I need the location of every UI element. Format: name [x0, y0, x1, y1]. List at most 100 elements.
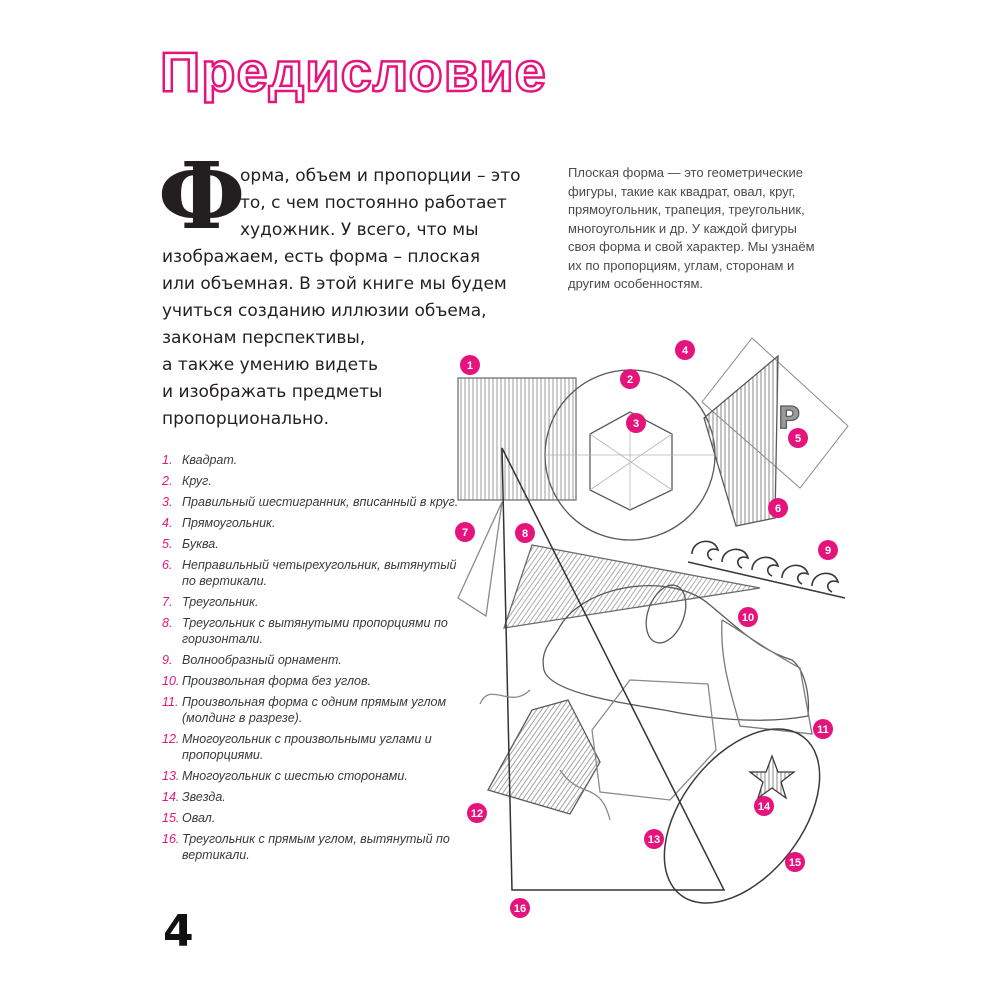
badge-7: 7	[455, 522, 475, 542]
intro-line: орма, объем и пропорции – это	[240, 166, 521, 186]
legend-text: Буква.	[182, 537, 219, 551]
svg-text:13: 13	[648, 834, 660, 846]
six-sided-polygon-shape	[591, 679, 717, 801]
hexagon-guides	[545, 412, 715, 510]
legend-item: 11.Произвольная форма с одним прямым угл…	[162, 694, 462, 726]
legend-number: 8.	[162, 616, 173, 630]
shapes-legend: 1. Квадрат. 2. Круг. 3. Правильный шестигра…	[162, 452, 462, 868]
badge-16: 16	[510, 898, 530, 918]
oval-shape	[663, 728, 821, 904]
legend-item: 8. Треугольник с вытянутыми пропорциями п…	[162, 615, 462, 647]
wave-ornament	[687, 540, 846, 599]
legend-text: Правильный шестигранник, вписанный в кру…	[182, 495, 459, 509]
intro-line: пропорционально.	[162, 409, 329, 429]
intro-line: и изображать предметы	[162, 382, 383, 402]
legend-item: 7. Треугольник.	[162, 594, 462, 610]
legend-number: 12.	[162, 732, 180, 746]
intro-line: изображаем, есть форма – плоская	[162, 247, 481, 267]
legend-number: 2.	[162, 474, 173, 488]
drop-cap: Ф	[158, 142, 246, 250]
badge-3: 3	[626, 413, 646, 433]
legend-text: Круг.	[182, 474, 212, 488]
badge-2: 2	[620, 369, 640, 389]
legend-number: 14.	[162, 790, 180, 804]
svg-text:16: 16	[514, 903, 526, 915]
legend-number: 15.	[162, 811, 180, 825]
svg-text:1: 1	[467, 360, 473, 372]
triangle-shape	[457, 501, 503, 618]
badge-14: 14	[754, 796, 774, 816]
svg-text:14: 14	[758, 801, 771, 813]
free-form-hole	[645, 584, 687, 644]
badge-4: 4	[675, 340, 695, 360]
legend-item: 16.Треугольник с прямым углом, вытянутый…	[162, 831, 462, 863]
legend-number: 5.	[162, 537, 173, 551]
page-title: Предисловие	[159, 40, 547, 103]
badge-5: 5	[788, 428, 808, 448]
legend-item: 9. Волнообразный орнамент.	[162, 652, 462, 668]
legend-number: 9.	[162, 653, 173, 667]
legend-item: 10.Произвольная форма без углов.	[162, 673, 462, 689]
right-triangle-shape	[501, 447, 726, 891]
legend-number: 13.	[162, 769, 180, 783]
svg-text:3: 3	[633, 418, 639, 430]
legend-number: 3.	[162, 495, 173, 509]
legend-text: Треугольник.	[182, 595, 259, 609]
legend-text: Квадрат.	[182, 453, 238, 467]
intro-line: художник. У всего, что мы	[240, 220, 479, 240]
legend-item: 4. Прямоугольник.	[162, 515, 462, 531]
legend-item: 6.Неправильный четырехугольник, вытянуты…	[162, 557, 462, 589]
legend-item: 1. Квадрат.	[162, 452, 462, 468]
badge-10: 10	[738, 607, 758, 627]
legend-item: 15.Овал.	[162, 810, 462, 826]
legend-item: 13.Многоугольник с шестью сторонами.	[162, 768, 462, 784]
legend-text: Треугольник с прямым углом, вытянутый по…	[182, 832, 450, 862]
legend-text: Овал.	[182, 811, 216, 825]
legend-item: 5. Буква.	[162, 536, 462, 552]
badge-9: 9	[818, 540, 838, 560]
squiggle-line	[479, 689, 611, 821]
legend-number: 1.	[162, 453, 173, 467]
badge-15: 15	[785, 852, 805, 872]
svg-text:5: 5	[795, 433, 801, 445]
legend-text: Произвольная форма с одним прямым углом …	[182, 695, 447, 725]
sidenote-text: Плоская форма — это геометрические фигур…	[568, 165, 815, 291]
quadrilateral-shape	[703, 354, 779, 527]
arbitrary-polygon-shape	[487, 699, 601, 815]
badge-8: 8	[515, 523, 535, 543]
legend-text: Звезда.	[182, 790, 226, 804]
svg-text:11: 11	[817, 724, 829, 736]
legend-text: Треугольник с вытянутыми пропорциями по …	[182, 616, 448, 646]
legend-text: Многоугольник с шестью сторонами.	[182, 769, 408, 783]
svg-text:7: 7	[462, 527, 468, 539]
badge-12: 12	[467, 803, 487, 823]
svg-text:10: 10	[742, 612, 754, 624]
legend-number: 4.	[162, 516, 173, 530]
legend-number: 11.	[162, 695, 179, 709]
intro-line: законам перспективы,	[162, 328, 366, 348]
legend-text: Многоугольник с произвольными углами и п…	[182, 732, 432, 762]
svg-text:2: 2	[627, 374, 633, 386]
star-shape	[748, 754, 796, 800]
shapes-drawing: P 1 2 3 4 5 6 7	[455, 337, 849, 918]
badge-13: 13	[644, 829, 664, 849]
legend-item: 3. Правильный шестигранник, вписанный в к…	[162, 494, 462, 510]
intro-line: а также умению видеть	[162, 355, 379, 375]
svg-text:8: 8	[522, 528, 528, 540]
legend-text: Произвольная форма без углов.	[182, 674, 371, 688]
svg-text:15: 15	[789, 857, 801, 869]
legend-number: 7.	[162, 595, 173, 609]
legend-number: 16.	[162, 832, 180, 846]
legend-text: Волнообразный орнамент.	[182, 653, 342, 667]
legend-text: Прямоугольник.	[182, 516, 276, 530]
badge-11: 11	[813, 719, 833, 739]
svg-text:12: 12	[471, 808, 483, 820]
legend-item: 2. Круг.	[162, 473, 462, 489]
molding-shape	[721, 619, 813, 735]
legend-text: Неправильный четырехугольник, вытянутый …	[182, 558, 457, 588]
square-shape	[457, 377, 577, 501]
svg-text:9: 9	[825, 545, 831, 557]
intro-line: учиться созданию иллюзии объема,	[162, 301, 487, 321]
page-number: 4	[163, 906, 194, 957]
intro-line: то, с чем постоянно работает	[240, 193, 507, 213]
